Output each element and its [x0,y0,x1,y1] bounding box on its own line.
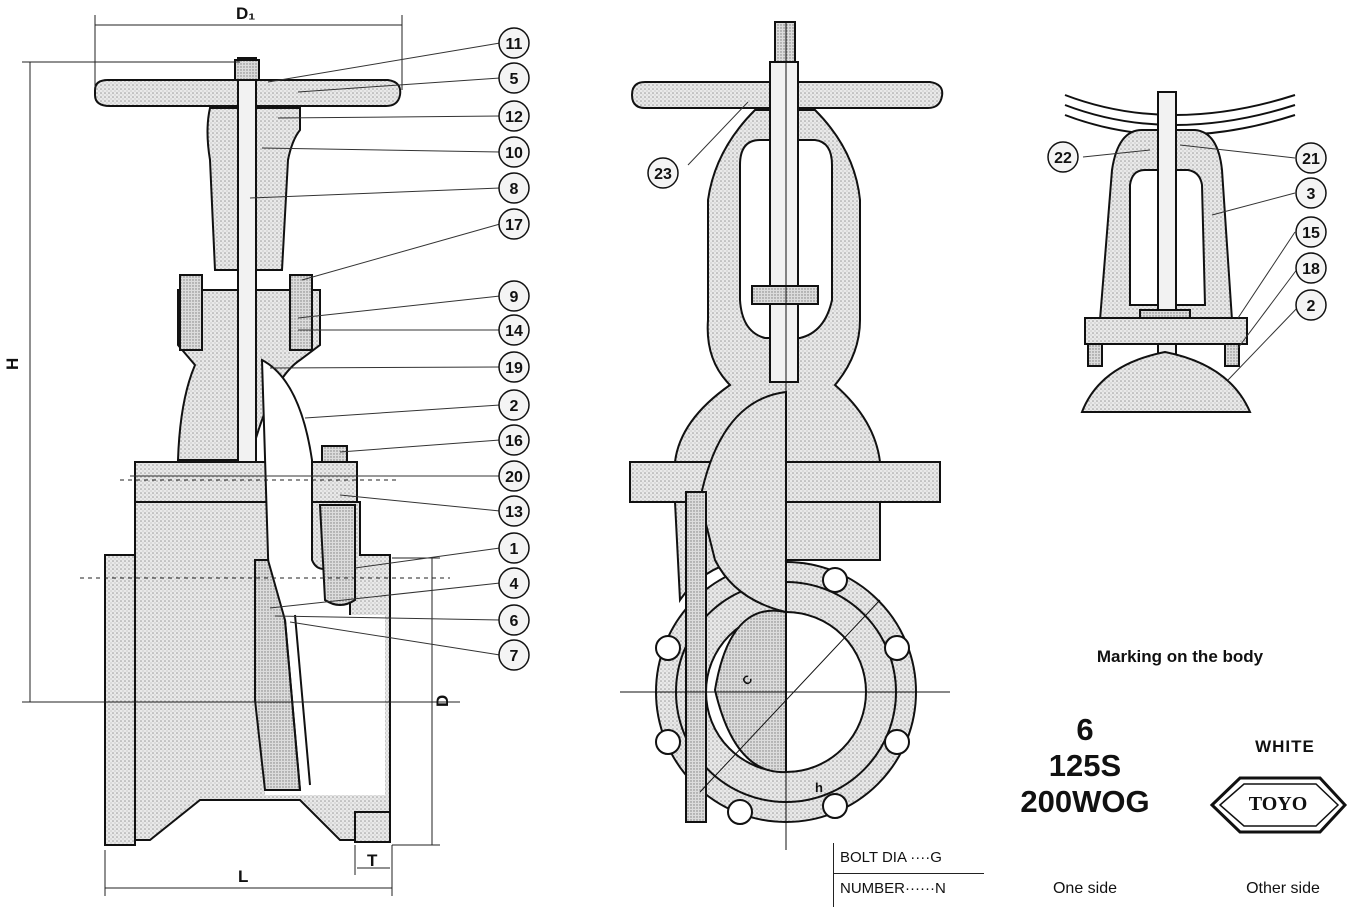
callout-number: 23 [654,166,672,183]
callout-21: 21 [1295,142,1327,174]
callout-number: 7 [510,648,519,665]
brand-toyo-text: TOYO [1248,793,1308,815]
marking-line-size: 6 [1076,712,1094,747]
callout-11: 11 [498,27,530,59]
marking-text-block: 6 125S 200WOG [995,712,1175,820]
callout-1: 1 [498,532,530,564]
marking-title: Marking on the body [1096,647,1264,666]
callout-10: 10 [498,136,530,168]
dim-d1: D₁ [236,4,255,23]
callout-number: 18 [1302,261,1320,278]
callout-number: 8 [510,181,519,198]
callout-number: 20 [505,469,523,486]
callout-2: 2 [1295,289,1327,321]
other-side-caption: Other side [1246,880,1320,897]
dim-h: H [3,358,22,370]
callout-12: 12 [498,100,530,132]
callout-16: 16 [498,424,530,456]
callout-22: 22 [1047,141,1079,173]
callout-13: 13 [498,495,530,527]
callout-5: 5 [498,62,530,94]
callout-17: 17 [498,208,530,240]
callout-number: 2 [510,398,519,415]
callout-23: 23 [647,157,679,189]
callout-6: 6 [498,604,530,636]
bolt-number-row: NUMBER······N [840,880,946,897]
callout-15: 15 [1295,216,1327,248]
right-detail-view [1064,91,1296,413]
dim-l: L [238,867,248,886]
callout-number: 17 [505,217,523,234]
left-leaders [130,42,501,656]
marking-line-wog: 200WOG [1020,784,1150,819]
brand-white-text: WHITE [1255,737,1315,756]
callout-9: 9 [498,280,530,312]
callout-4: 4 [498,567,530,599]
bolt-dia-row: BOLT DIA ····G [834,843,984,874]
callout-number: 22 [1054,150,1072,167]
callout-number: 13 [505,504,523,521]
callout-number: 16 [505,433,523,450]
dim-h-small: h [815,780,823,795]
callout-number: 11 [506,36,523,53]
callout-14: 14 [498,314,530,346]
right-leaders [1082,144,1301,381]
one-side-caption: One side [1052,880,1118,897]
left-dimensions [22,15,460,896]
dim-t: T [367,851,378,870]
callout-number: 12 [505,109,523,126]
callout-number: 21 [1302,151,1320,168]
callout-number: 3 [1307,186,1316,203]
callout-number: 14 [505,323,523,340]
callout-2: 2 [498,389,530,421]
callout-number: 5 [510,71,519,88]
callout-number: 15 [1302,225,1320,242]
bolt-table: BOLT DIA ····G NUMBER······N [833,843,984,907]
callout-7: 7 [498,639,530,671]
callout-number: 1 [510,541,519,558]
callout-number: 10 [505,145,523,162]
callout-19: 19 [498,351,530,383]
callout-20: 20 [498,460,530,492]
callout-number: 2 [1307,298,1316,315]
middle-elevation-view [620,21,950,850]
callout-8: 8 [498,172,530,204]
marking-line-class: 125S [1048,748,1122,783]
callout-number: 4 [510,576,519,593]
callout-18: 18 [1295,252,1327,284]
leader-23 [687,101,749,166]
callout-number: 9 [510,289,519,306]
callout-number: 19 [505,360,523,377]
callout-number: 6 [510,613,519,630]
dim-d: D [433,695,452,707]
callout-3: 3 [1295,177,1327,209]
